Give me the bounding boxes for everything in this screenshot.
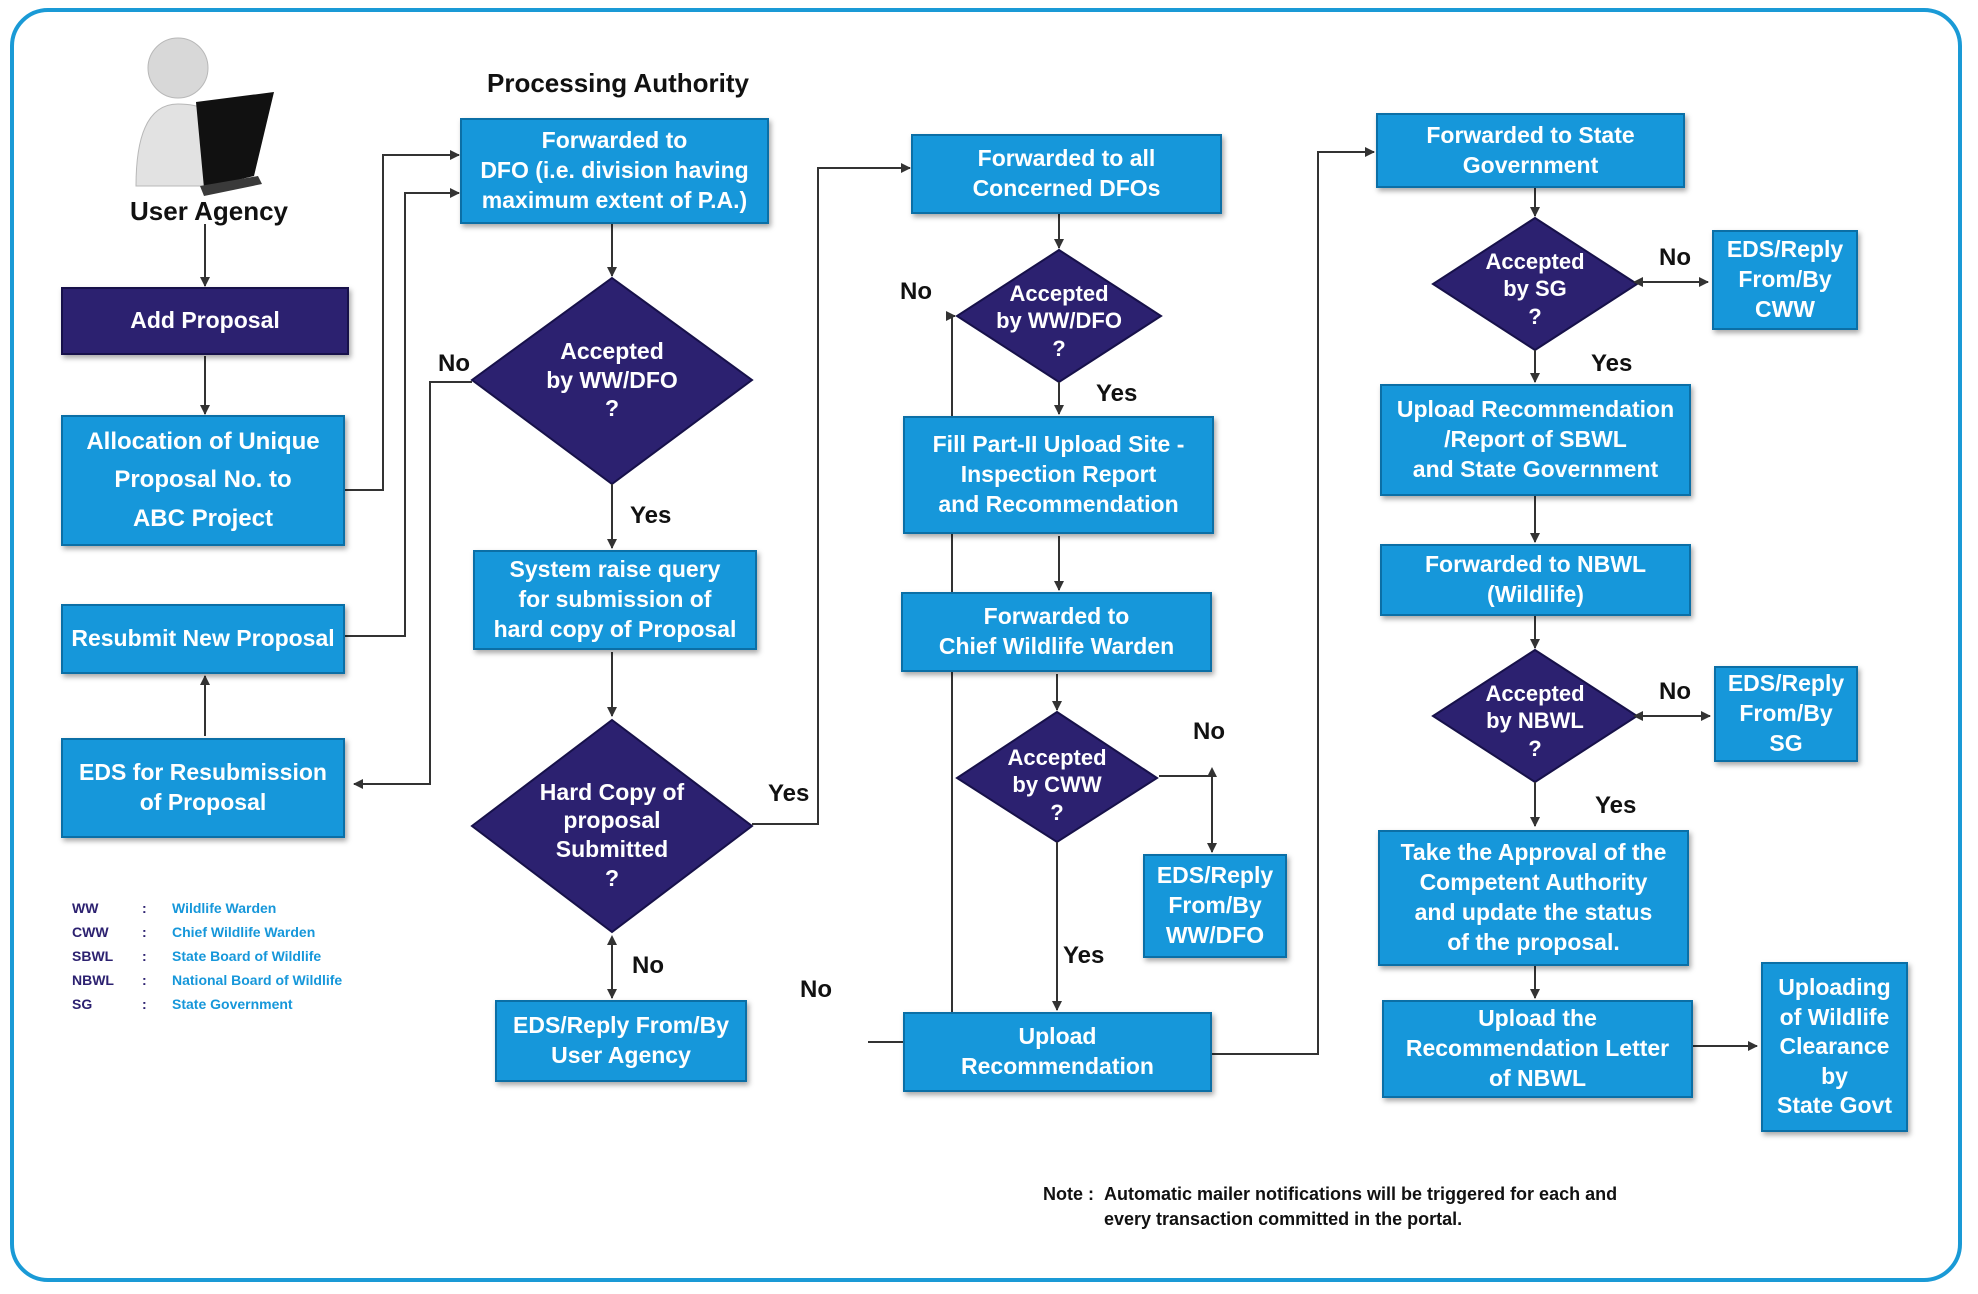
accepted-nbwl-decision: Accepted by NBWL ? (1485, 680, 1585, 761)
eds-resubmission-box: EDS for Resubmission of Proposal (61, 738, 345, 838)
user-with-laptop-icon (135, 37, 274, 196)
legend-full: National Board of Wildlife (172, 972, 343, 988)
edge-label-yes: Yes (1591, 350, 1633, 377)
eds-wwdfo-box: EDS/Reply From/By WW/DFO (1143, 854, 1287, 958)
legend-separator: : (142, 972, 147, 988)
edge-label-no: No (632, 952, 664, 979)
system-query-box: System raise query for submission of har… (473, 550, 757, 650)
edge-label-no: No (1659, 244, 1691, 271)
accepted-cww-decision: Accepted by CWW ? (1007, 744, 1107, 825)
eds-sg-box: EDS/Reply From/By SG (1714, 666, 1858, 762)
legend-full: State Board of Wildlife (172, 948, 322, 964)
edge-label-no: No (900, 278, 932, 305)
connector (345, 188, 460, 637)
note-text: Automatic mailer notifications will be t… (1104, 1184, 1618, 1230)
legend-row: NBWL: National Board of Wildlife (72, 968, 342, 992)
resubmit-proposal-box: Resubmit New Proposal (61, 604, 345, 674)
decision-shape (470, 718, 754, 934)
fill-part2-box: Fill Part-II Upload Site - Inspection Re… (903, 416, 1214, 534)
accepted-sg-decision: Accepted by SG ? (1485, 248, 1585, 329)
processing-authority-heading: Processing Authority (487, 68, 749, 98)
legend-abbr: SBWL (72, 948, 114, 964)
edge-label-no: No (1659, 678, 1691, 705)
legend-full: Wildlife Warden (172, 900, 277, 916)
eds-user-agency-box: EDS/Reply From/By User Agency (495, 1000, 747, 1082)
take-approval-box: Take the Approval of the Competent Autho… (1378, 830, 1689, 966)
allocation-box: Allocation of Unique Proposal No. to ABC… (61, 415, 345, 546)
legend-separator: : (142, 948, 147, 964)
upload-letter-box: Upload the Recommendation Letter of NBWL (1382, 1000, 1693, 1098)
connector (345, 150, 460, 491)
eds-cww-box: EDS/Reply From/By CWW (1712, 230, 1858, 330)
legend-row: SBWL: State Board of Wildlife (72, 944, 342, 968)
edge-label-yes: Yes (1063, 942, 1105, 969)
edge-label-no: No (800, 976, 832, 1003)
legend-separator: : (142, 900, 147, 916)
legend-full: State Government (172, 996, 293, 1012)
connector (1212, 147, 1375, 1055)
edge-label-no: No (1193, 718, 1225, 745)
edge-label-no: No (438, 350, 470, 377)
hard-copy-decision: Hard Copy of proposal Submitted ? (539, 778, 685, 891)
legend-separator: : (142, 996, 147, 1012)
legend-separator: : (142, 924, 147, 940)
edge-label-yes: Yes (768, 780, 810, 807)
legend-abbr: WW (72, 900, 99, 916)
forwarded-state-box: Forwarded to State Government (1376, 113, 1685, 188)
forwarded-cww-box: Forwarded to Chief Wildlife Warden (901, 592, 1212, 672)
legend-abbr: NBWL (72, 972, 114, 988)
legend-row: SG: State Government (72, 992, 342, 1016)
upload-sbwl-box: Upload Recommendation /Report of SBWL an… (1380, 384, 1691, 496)
forwarded-all-dfos-box: Forwarded to all Concerned DFOs (911, 134, 1222, 214)
note-prefix: Note : (1043, 1184, 1094, 1204)
uploading-clearance-box: Uploading of Wildlife Clearance by State… (1761, 962, 1908, 1132)
connector (353, 381, 472, 789)
edge-label-yes: Yes (1096, 380, 1138, 407)
accepted-wwdfo-decision: Accepted by WW/DFO ? (546, 337, 678, 422)
forwarded-nbwl-box: Forwarded to NBWL (Wildlife) (1380, 544, 1691, 616)
legend-row: WW: Wildlife Warden (72, 896, 342, 920)
connector (752, 163, 911, 825)
legend-abbr: CWW (72, 924, 109, 940)
add-proposal-box: Add Proposal (61, 287, 349, 355)
abbreviation-legend: WW: Wildlife Warden CWW: Chief Wildlife Wa… (72, 896, 342, 1016)
upload-recommendation-box: Upload Recommendation (903, 1012, 1212, 1092)
diagram-frame (10, 8, 1962, 1282)
forwarded-dfo-box: Forwarded to DFO (i.e. division having m… (460, 118, 769, 224)
edge-label-yes: Yes (1595, 792, 1637, 819)
legend-row: CWW: Chief Wildlife Warden (72, 920, 342, 944)
legend-full: Chief Wildlife Warden (172, 924, 316, 940)
legend-abbr: SG (72, 996, 93, 1012)
edge-label-yes: Yes (630, 502, 672, 529)
accepted-wwdfo-2-decision: Accepted by WW/DFO ? (996, 280, 1122, 361)
note: Note : Automatic mailer notifications wi… (1043, 1182, 1617, 1232)
user-agency-heading: User Agency (130, 196, 288, 226)
